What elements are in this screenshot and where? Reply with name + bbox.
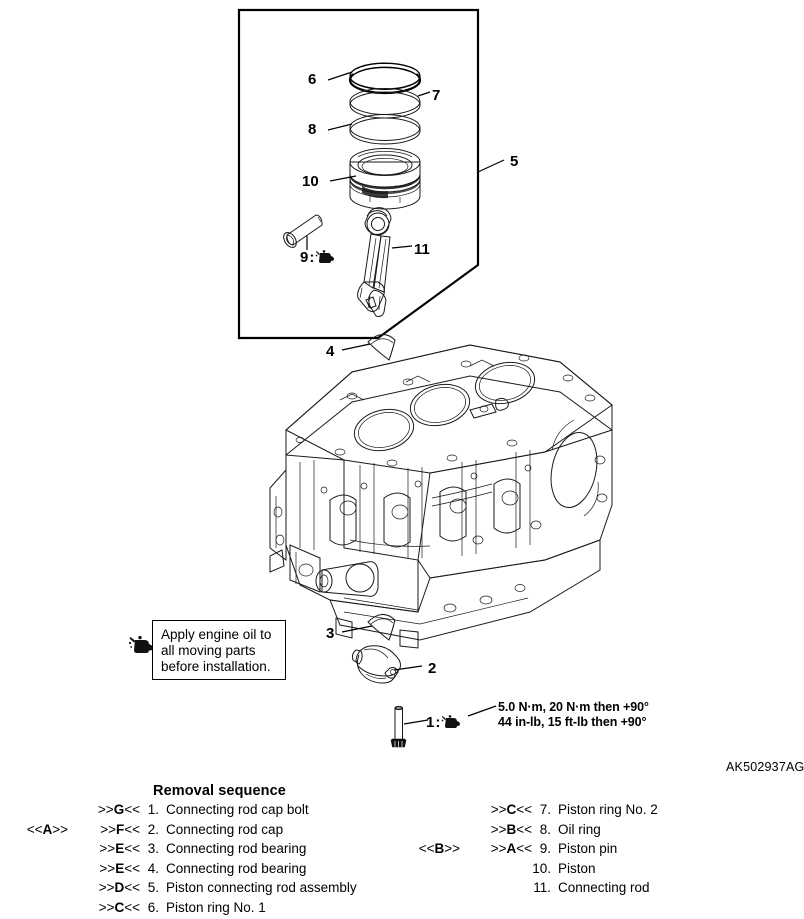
sequence-row: >>D<< 5. Piston connecting rod assembly [0,878,400,898]
callout-6: 6 [308,71,317,88]
sequence-number: 1. [147,802,159,817]
callout-1-colon: : [435,713,441,731]
part-name: Connecting rod cap [166,821,284,837]
removal-sequence-left-column: >>G<< 1. Connecting rod cap bolt <<A>> >>F<<… [0,800,400,918]
removal-marker: >>F<< [100,821,140,837]
sequence-number: 2. [147,821,159,837]
callout-5: 5 [510,153,519,170]
removal-marker: >>B<< [490,821,532,837]
connecting-rod-bearing-3-art [367,614,396,641]
torque-specification: 5.0 N·m, 20 N·m then +90° 44 in-lb, 15 f… [498,700,649,729]
callout-1-group: 1 : [426,714,461,730]
part-name: Piston ring No. 2 [558,802,658,817]
sequence-number: 6. [147,899,159,915]
piston-ring-no-1-art [348,62,422,95]
sequence-number: 3. [147,841,159,857]
callout-4: 4 [326,343,335,360]
removal-sequence-heading: Removal sequence [153,783,286,799]
part-name: Connecting rod bearing [166,860,307,876]
oil-ring-art [349,114,421,145]
sequence-row: >>C<< 6. Piston ring No. 1 [0,898,400,918]
removal-marker: >>E<< [99,860,140,876]
oil-can-icon [315,250,335,263]
piston-art [349,148,421,210]
removal-marker: >>A<< [490,841,532,857]
removal-marker: >>C<< [490,802,532,817]
sequence-row: >>C<< 7. Piston ring No. 2 [400,800,804,820]
assembly-marker: <<A>> [26,821,68,837]
callout-7: 7 [432,87,441,104]
sequence-row: 10. Piston [400,859,804,879]
sequence-row: >>B<< 8. Oil ring [400,820,804,840]
cylinder-block-art [269,344,613,649]
part-name: Connecting rod bearing [166,841,307,857]
removal-marker: >>D<< [98,880,140,896]
sequence-row: <<A>> >>F<< 2. Connecting rod cap [0,820,400,840]
part-name: Connecting rod [558,880,650,896]
callout-1: 1 [426,713,435,731]
removal-marker: >>E<< [99,841,140,857]
part-name: Piston connecting rod assembly [166,880,357,896]
sequence-row: >>E<< 4. Connecting rod bearing [0,859,400,879]
connecting-rod-art [357,207,392,317]
oil-can-icon [128,635,153,653]
sequence-number: 7. [539,802,551,817]
sequence-row: >>E<< 3. Connecting rod bearing [0,839,400,859]
assembly-outline-box [237,8,480,340]
part-name: Oil ring [558,821,601,837]
sequence-number: 8. [539,821,551,837]
callout-9-colon: : [309,248,315,266]
part-name: Connecting rod cap bolt [166,802,309,817]
callout-3: 3 [326,625,335,642]
connecting-rod-cap-art [351,645,401,684]
sequence-number: 4. [147,860,159,876]
callout-10: 10 [302,173,319,190]
callout-9-group: 9 : [300,249,335,265]
callout-9: 9 [300,248,309,266]
part-name: Piston [558,860,596,876]
removal-marker: >>G<< [97,802,140,817]
sequence-row: 11. Connecting rod [400,878,804,898]
oil-note-text: Apply engine oil to all moving parts bef… [161,627,272,674]
drawing-code: AK502937AG [726,760,804,774]
sequence-row: <<B>> >>A<< 9. Piston pin [400,839,804,859]
callout-8: 8 [308,121,317,138]
connecting-rod-cap-bolt-art [390,705,407,748]
removal-sequence-right-column: >>C<< 7. Piston ring No. 2 >>B<< 8. Oil ring <… [400,800,804,898]
callout-leader-lines [327,71,505,725]
part-name: Piston ring No. 1 [166,899,266,915]
sequence-row: >>G<< 1. Connecting rod cap bolt [0,800,400,820]
sequence-number: 11. [533,880,551,896]
assembly-marker: <<B>> [418,841,460,857]
removal-marker: >>C<< [98,899,140,915]
piston-pin-art [283,214,323,250]
part-name: Piston pin [558,841,618,857]
connecting-rod-bearing-4-art [367,334,396,361]
sequence-number: 9. [539,841,551,857]
oil-note-box: Apply engine oil to all moving parts bef… [152,620,286,680]
callout-2: 2 [428,660,437,677]
callout-11: 11 [414,241,430,258]
oil-can-icon [441,715,461,728]
sequence-number: 10. [532,860,551,876]
sequence-number: 5. [147,880,159,896]
